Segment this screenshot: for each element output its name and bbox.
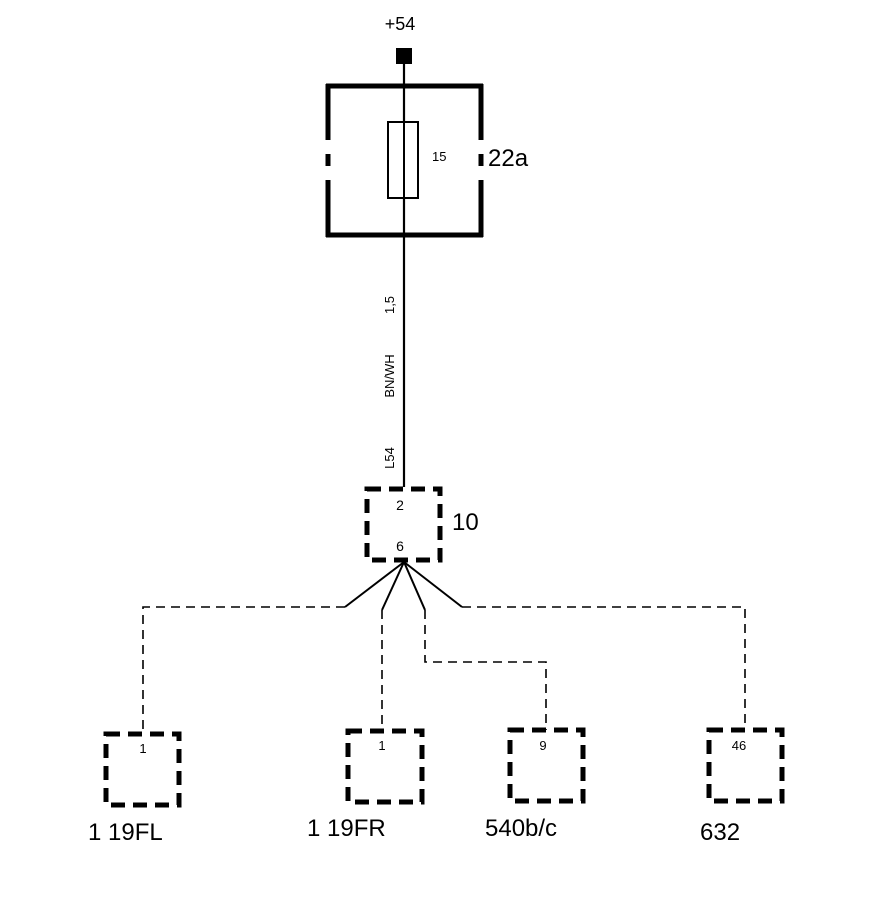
label-540bc: 540b/c bbox=[485, 815, 557, 842]
connector-pin-out: 6 bbox=[396, 538, 404, 554]
branch-wire-fl bbox=[142, 606, 345, 732]
supply-terminal bbox=[396, 48, 412, 64]
pin-1-19fl: 1 bbox=[139, 741, 146, 756]
pin-540bc: 9 bbox=[539, 738, 546, 753]
pin-632: 46 bbox=[732, 738, 746, 753]
component-box-632 bbox=[706, 727, 785, 804]
supply-label: +54 bbox=[385, 14, 416, 34]
fuse-number: 15 bbox=[432, 149, 446, 164]
component-box-1-19fl bbox=[103, 731, 182, 808]
branch-wire-540 bbox=[424, 610, 547, 730]
branch-wires bbox=[142, 606, 746, 732]
label-1-19fr: 1 19FR bbox=[307, 815, 386, 842]
wire-size: 1,5 bbox=[382, 296, 397, 314]
pin-1-19fr: 1 bbox=[378, 738, 385, 753]
label-1-19fl: 1 19FL bbox=[88, 819, 163, 846]
fuse-box-id: 22a bbox=[488, 145, 529, 172]
wire-code: L54 bbox=[382, 447, 397, 469]
label-632: 632 bbox=[700, 819, 740, 846]
wire-color: BN/WH bbox=[382, 354, 397, 397]
component-box-1-19fr bbox=[345, 728, 425, 805]
fanout-lines bbox=[344, 561, 463, 611]
connector-pin-in: 2 bbox=[396, 497, 404, 513]
component-box-540bc bbox=[507, 727, 586, 804]
connector-10 bbox=[364, 486, 443, 563]
branch-wire-632 bbox=[462, 606, 746, 728]
connector-id: 10 bbox=[452, 509, 479, 536]
